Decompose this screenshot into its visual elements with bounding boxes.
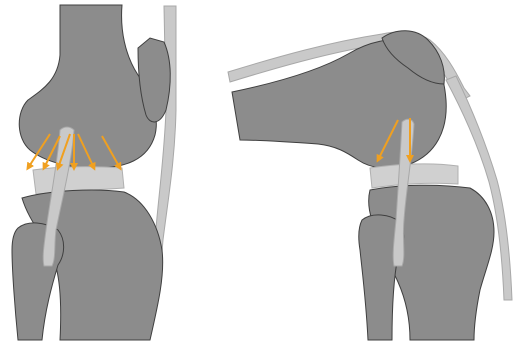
knee-flexion-panel <box>228 31 512 340</box>
femur <box>19 5 156 168</box>
knee-extension-panel <box>12 5 176 340</box>
fibula <box>12 223 64 340</box>
meniscus-flexed <box>370 164 458 188</box>
